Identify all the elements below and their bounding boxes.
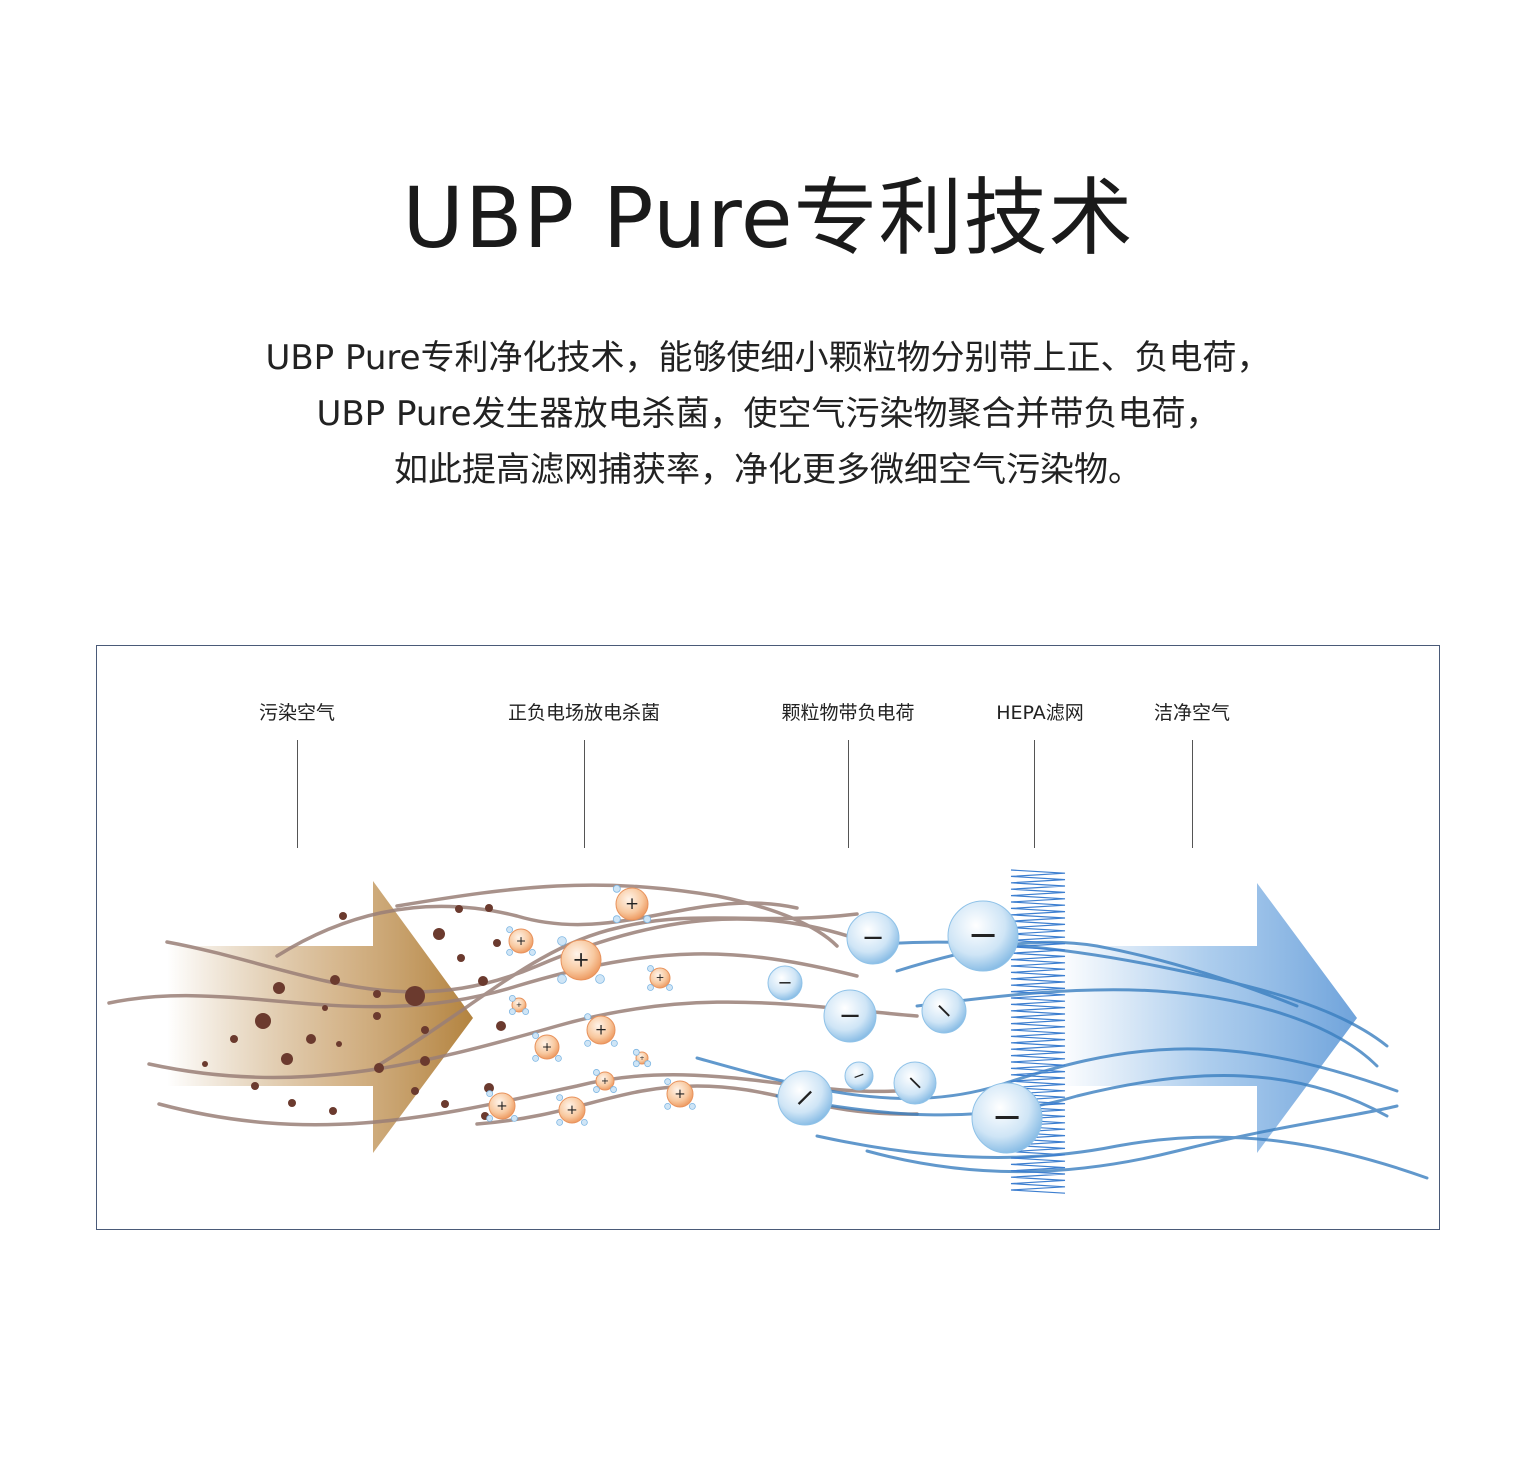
dust-particle	[420, 1056, 430, 1066]
negative-particle: −	[767, 965, 803, 1001]
svg-text:−: −	[992, 1095, 1023, 1138]
positive-particle: +	[532, 1032, 562, 1062]
dust-particle	[230, 1035, 238, 1043]
positive-particle: +	[612, 884, 652, 924]
negative-particle: −	[844, 1061, 874, 1091]
dust-particle	[374, 1063, 384, 1073]
dust-particle	[484, 1083, 494, 1093]
leader-line-discharge	[584, 740, 585, 848]
stage-label-discharge: 正负电场放电杀菌	[507, 702, 661, 724]
clean-air-arrow	[1057, 883, 1357, 1153]
page-title: UBP Pure专利技术	[402, 169, 1134, 267]
dust-particle	[441, 1100, 449, 1108]
svg-text:+: +	[601, 1076, 609, 1087]
negative-particle: −	[823, 989, 877, 1043]
svg-text:+: +	[656, 972, 665, 984]
dust-particle	[251, 1082, 259, 1090]
charged-particles: ++++++++++++−−−−−−−−−	[486, 884, 1043, 1154]
dust-particle	[457, 954, 465, 962]
dust-particle	[322, 1005, 328, 1011]
dust-particle	[421, 1026, 429, 1034]
negative-particle: −	[921, 988, 967, 1034]
dust-particle	[202, 1061, 208, 1067]
dust-particle	[329, 1107, 337, 1115]
svg-text:+: +	[572, 947, 590, 971]
positive-particle: +	[486, 1090, 518, 1122]
stage-label-negative-charge: 颗粒物带负电荷	[781, 702, 915, 724]
positive-particle: +	[508, 994, 530, 1016]
dust-particle	[330, 975, 340, 985]
svg-text:−: −	[862, 922, 885, 953]
purification-illustration: ++++++++++++−−−−−−−−−	[107, 869, 1429, 1194]
svg-text:−: −	[839, 1000, 862, 1031]
dust-particle	[493, 939, 501, 947]
dust-particle	[411, 1087, 419, 1095]
svg-text:−: −	[850, 1066, 867, 1086]
leader-line-hepa	[1034, 740, 1035, 848]
positive-particle: +	[593, 1069, 617, 1093]
svg-text:+: +	[542, 1039, 553, 1054]
dust-particle	[405, 986, 425, 1006]
svg-text:+: +	[516, 933, 527, 948]
description: UBP Pure专利净化技术，能够使细小颗粒物分别带上正、负电荷， UBP Pu…	[0, 330, 1536, 498]
dust-particle	[339, 912, 347, 920]
description-line-3: 如此提高滤网捕获率，净化更多微细空气污染物。	[394, 450, 1142, 490]
dust-particle	[496, 1021, 506, 1031]
dirty-air-arrow	[167, 881, 473, 1153]
dust-particle	[478, 976, 488, 986]
svg-text:+: +	[566, 1102, 577, 1118]
dust-particles	[202, 904, 506, 1120]
stage-label-polluted-air: 污染空气	[258, 702, 336, 724]
dirty-air-flow-lines	[107, 883, 919, 1127]
positive-particle: +	[664, 1078, 696, 1110]
dust-particle	[288, 1099, 296, 1107]
dust-particle	[373, 990, 381, 998]
negative-particle: −	[777, 1070, 833, 1126]
dust-particle	[455, 905, 463, 913]
svg-text:+: +	[595, 1021, 607, 1038]
svg-text:+: +	[625, 893, 639, 913]
dust-particle	[485, 904, 493, 912]
leader-line-negative-charge	[848, 740, 849, 848]
svg-text:−: −	[778, 972, 793, 993]
positive-particle: +	[506, 926, 536, 956]
dust-particle	[273, 982, 285, 994]
description-line-2: UBP Pure发生器放电杀菌，使空气污染物聚合并带负电荷，	[316, 394, 1220, 434]
negative-particle: −	[947, 900, 1019, 972]
dust-particle	[281, 1053, 293, 1065]
positive-particle: +	[556, 1094, 588, 1126]
positive-particle: +	[647, 965, 673, 991]
dust-particle	[336, 1041, 342, 1047]
dust-particle	[306, 1034, 316, 1044]
positive-particle: +	[584, 1013, 618, 1047]
negative-particle: −	[893, 1061, 937, 1105]
svg-text:+: +	[639, 1055, 644, 1062]
dust-particle	[433, 928, 445, 940]
leader-line-clean-air	[1192, 740, 1193, 848]
purification-diagram: ++++++++++++−−−−−−−−− 污染空气 正负电场放电杀菌 颗粒物带…	[96, 645, 1440, 1230]
svg-text:+: +	[674, 1086, 685, 1102]
svg-text:+: +	[496, 1098, 507, 1114]
svg-text:−: −	[968, 913, 999, 956]
dust-particle	[255, 1013, 271, 1029]
negative-particle: −	[971, 1082, 1043, 1154]
positive-particle: +	[557, 936, 605, 984]
svg-text:+: +	[516, 1000, 522, 1009]
stage-label-clean-air: 洁净空气	[1153, 702, 1231, 724]
leader-line-polluted-air	[297, 740, 298, 848]
stage-label-hepa: HEPA滤网	[996, 702, 1084, 724]
negative-particle: −	[846, 911, 900, 965]
dust-particle	[373, 1012, 381, 1020]
description-line-1: UBP Pure专利净化技术，能够使细小颗粒物分别带上正、负电荷，	[265, 338, 1271, 378]
positive-particle: +	[632, 1048, 652, 1068]
